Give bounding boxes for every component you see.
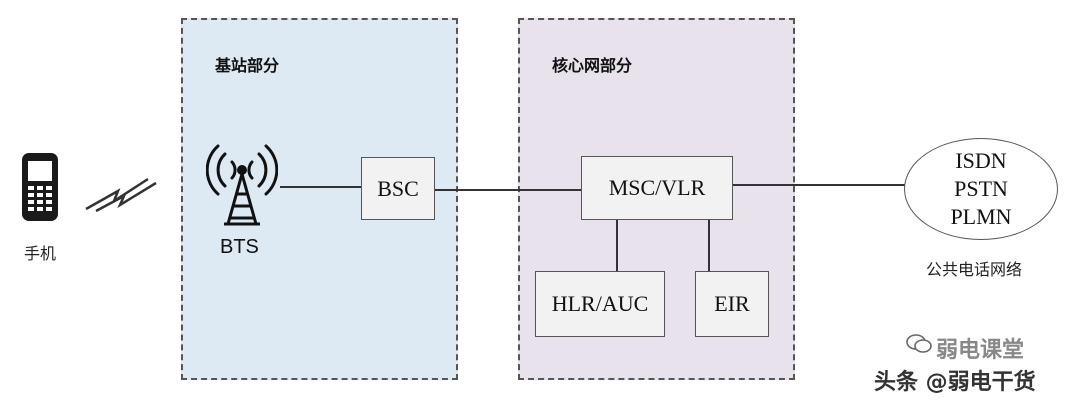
wechat-icon xyxy=(906,333,932,359)
public-network-caption: 公共电话网络 xyxy=(926,260,1023,279)
bsc-node: BSC xyxy=(361,157,435,220)
core-region-title: 核心网部分 xyxy=(552,56,633,75)
msc-eir-link xyxy=(708,219,710,271)
msc-pstn-link xyxy=(733,184,905,186)
bts-tower-icon xyxy=(205,136,279,228)
msc-hlr-link xyxy=(616,219,618,271)
mobile-phone-icon xyxy=(20,152,62,224)
watermark-toutiao: 头条 @弱电干货 xyxy=(874,370,1036,395)
network-pstn: PSTN xyxy=(954,176,1008,201)
network-plmn: PLMN xyxy=(950,204,1012,229)
phone-label: 手机 xyxy=(24,244,57,263)
watermark-wechat-name: 弱电课堂 xyxy=(936,338,1025,363)
bts-label: BTS xyxy=(220,236,259,258)
eir-node: EIR xyxy=(695,271,769,337)
msc-vlr-node: MSC/VLR xyxy=(581,156,733,220)
bss-region-title: 基站部分 xyxy=(215,56,280,75)
hlr-auc-node: HLR/AUC xyxy=(535,271,665,337)
network-isdn: ISDN xyxy=(955,148,1007,173)
public-network-ellipse: ISDN PSTN PLMN xyxy=(904,138,1058,240)
bts-bsc-link xyxy=(280,186,361,188)
bsc-msc-link xyxy=(434,189,581,191)
wireless-link-icon xyxy=(84,165,176,213)
